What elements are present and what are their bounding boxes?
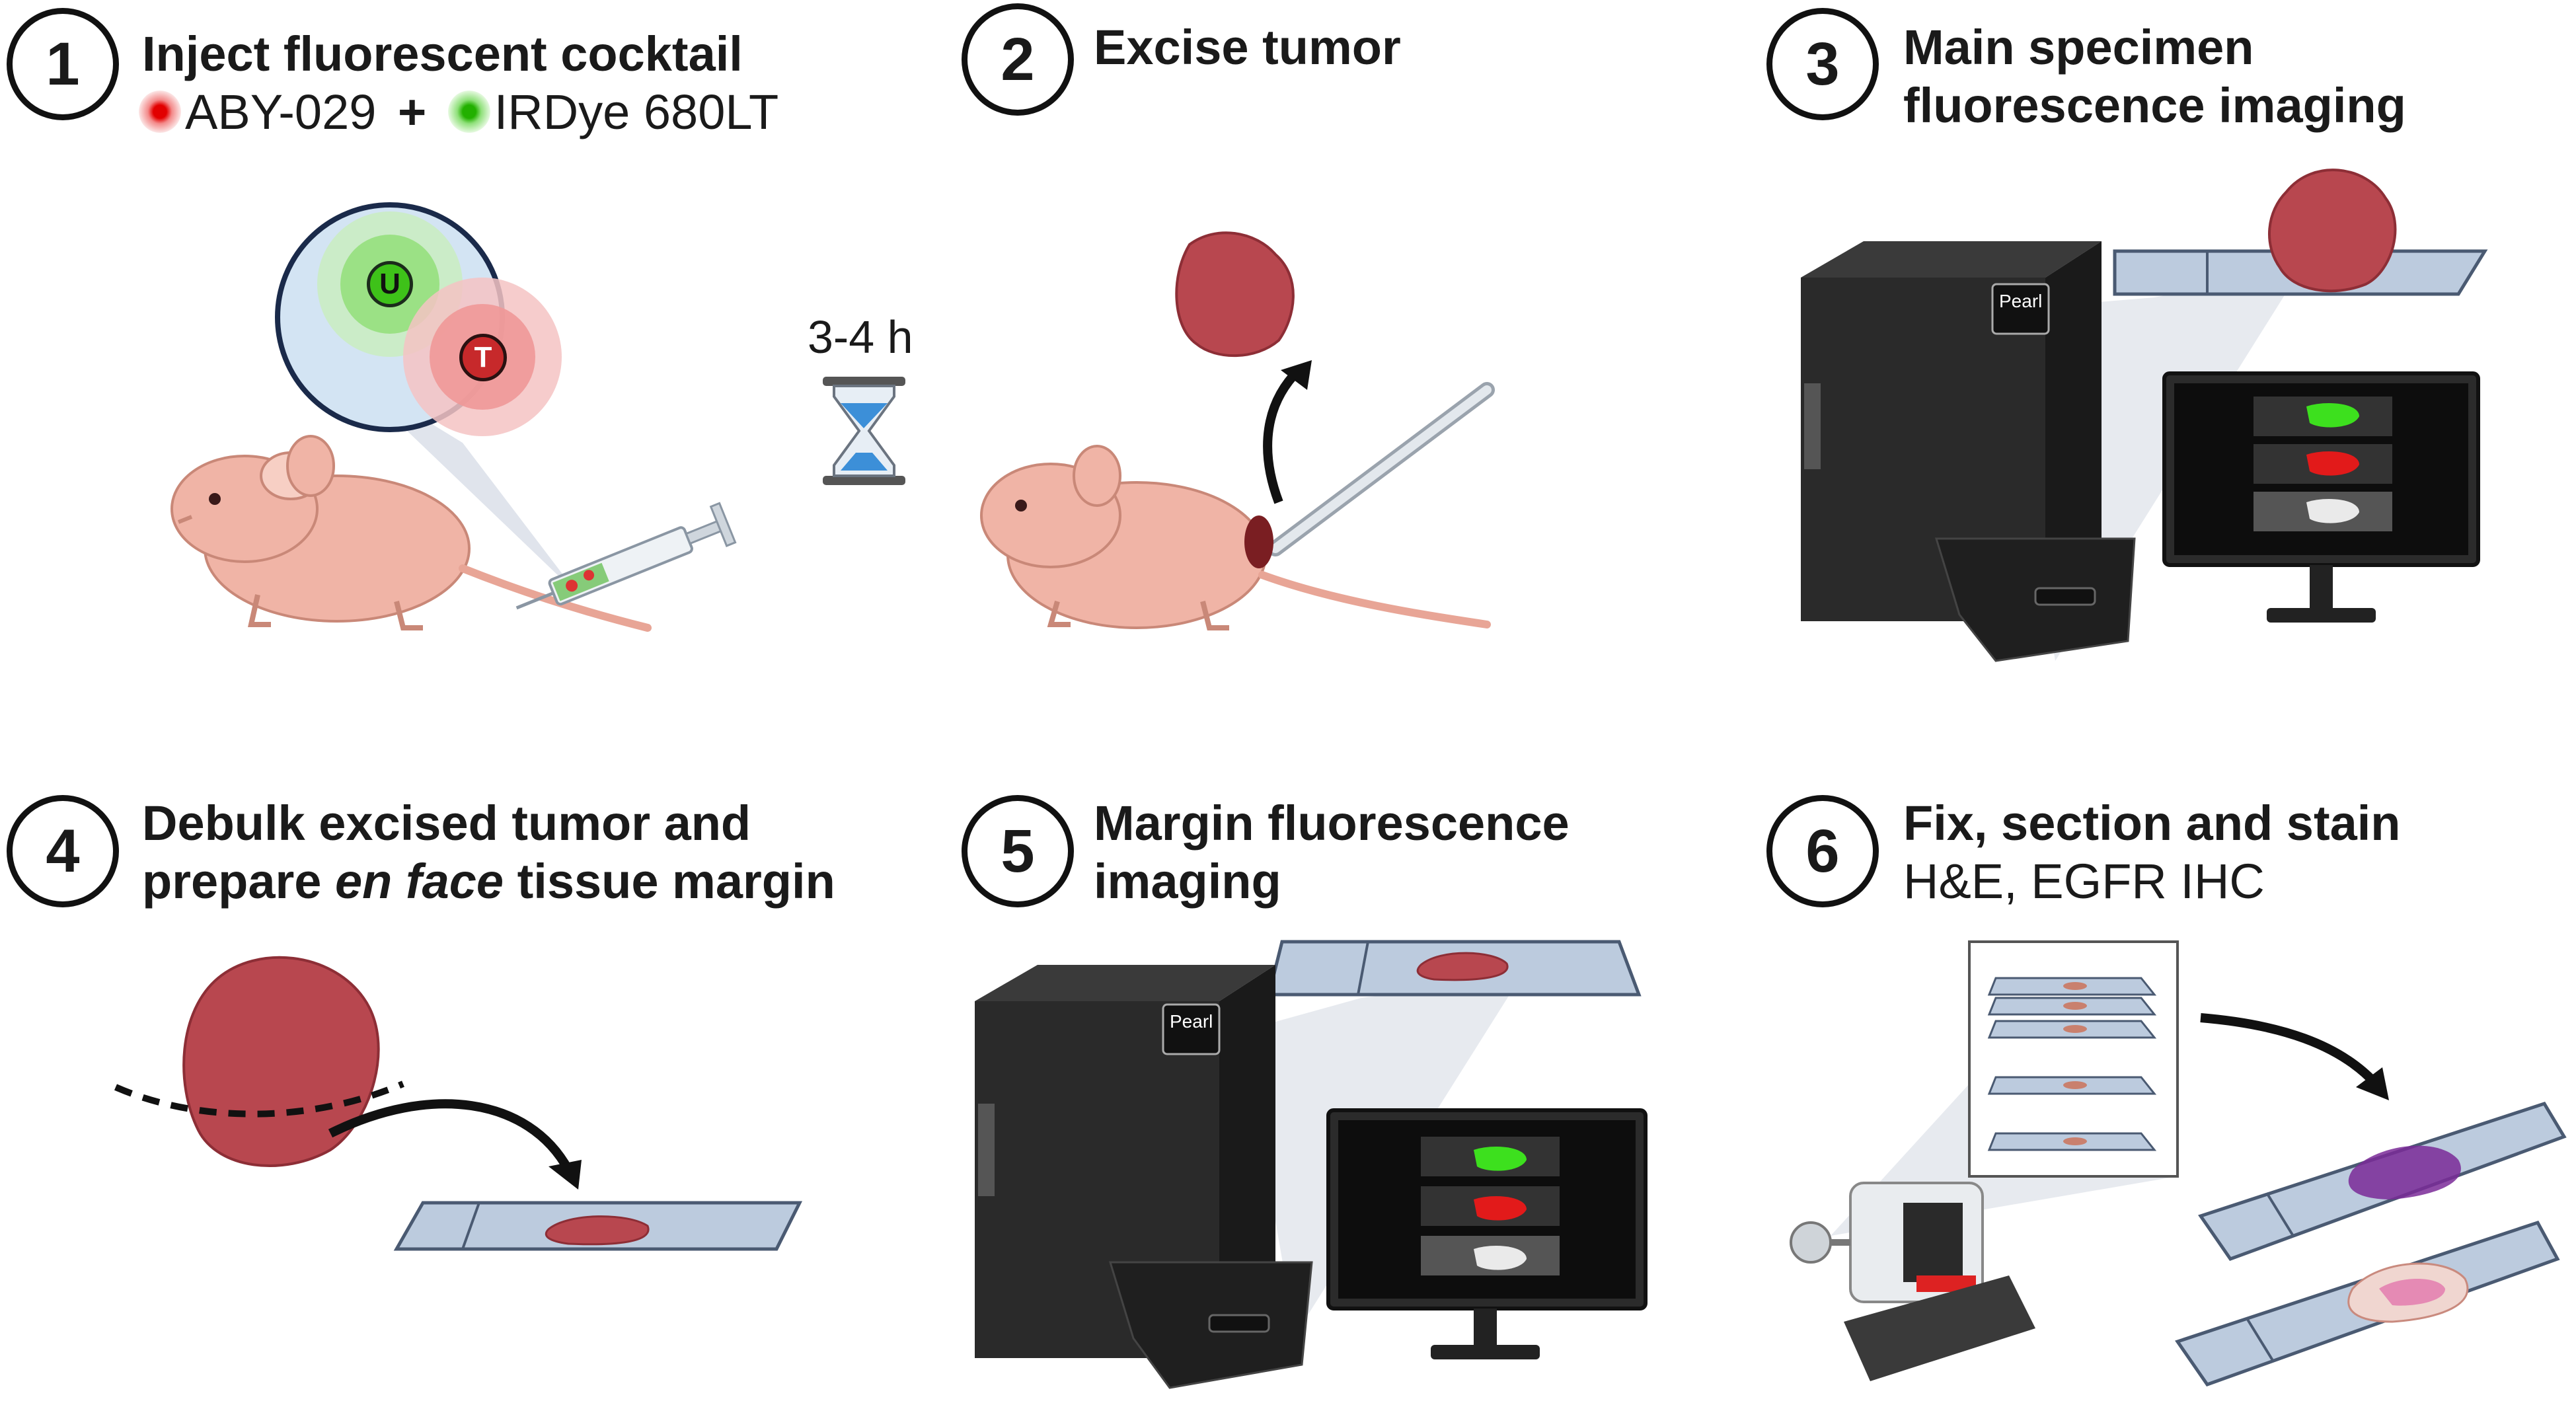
plus-sign: +: [397, 85, 427, 139]
dye-aby029-label: ABY-029: [185, 85, 377, 139]
step-5-title-line2: imaging: [1094, 854, 1281, 909]
u-cell: U: [367, 261, 413, 307]
dye-irdye-label: IRDye 680LT: [494, 85, 779, 139]
step-1-dyes: ABY-029 + IRDye 680LT: [139, 83, 778, 141]
step-1-badge: 1: [7, 8, 119, 120]
step-number: 3: [1805, 30, 1840, 98]
step-5-title-line1: Margin fluorescence: [1094, 796, 1570, 851]
step-4-title-post: tissue margin: [504, 854, 835, 909]
u-label: U: [379, 268, 400, 300]
step-number: 5: [1001, 817, 1035, 885]
step-4-title-pre: prepare: [142, 854, 336, 909]
step-number: 2: [1001, 25, 1035, 93]
imager-brand-label-2: Pearl: [1170, 1011, 1213, 1032]
step-6-badge: 6: [1766, 795, 1879, 907]
step-number: 4: [46, 817, 80, 885]
red-dye-icon: [139, 91, 181, 133]
step-2-badge: 2: [962, 3, 1074, 116]
step-3-badge: 3: [1766, 8, 1879, 120]
step-number: 1: [46, 30, 80, 98]
step-4-badge: 4: [7, 795, 119, 907]
step-6-title: Fix, section and stain: [1903, 796, 2401, 851]
green-dye-icon: [447, 91, 490, 133]
step-6-subtitle: H&E, EGFR IHC: [1903, 854, 2265, 909]
step-1-title: Inject fluorescent cocktail: [142, 26, 743, 81]
step-4-title-line2: prepare en face tissue margin: [142, 853, 835, 911]
step-3-title-line1: Main specimen: [1903, 20, 2254, 75]
step-4-title-line1: Debulk excised tumor and: [142, 796, 751, 851]
step-5-badge: 5: [962, 795, 1074, 907]
step-number: 6: [1805, 817, 1840, 885]
step-4-title-em: en face: [335, 854, 504, 909]
t-cell: T: [459, 334, 507, 381]
wait-time-label: 3-4 h: [808, 311, 913, 363]
t-label: T: [474, 341, 492, 373]
step-2-title: Excise tumor: [1094, 20, 1401, 75]
imager-brand-label: Pearl: [1999, 291, 2043, 311]
step-3-title-line2: fluorescence imaging: [1903, 78, 2406, 133]
